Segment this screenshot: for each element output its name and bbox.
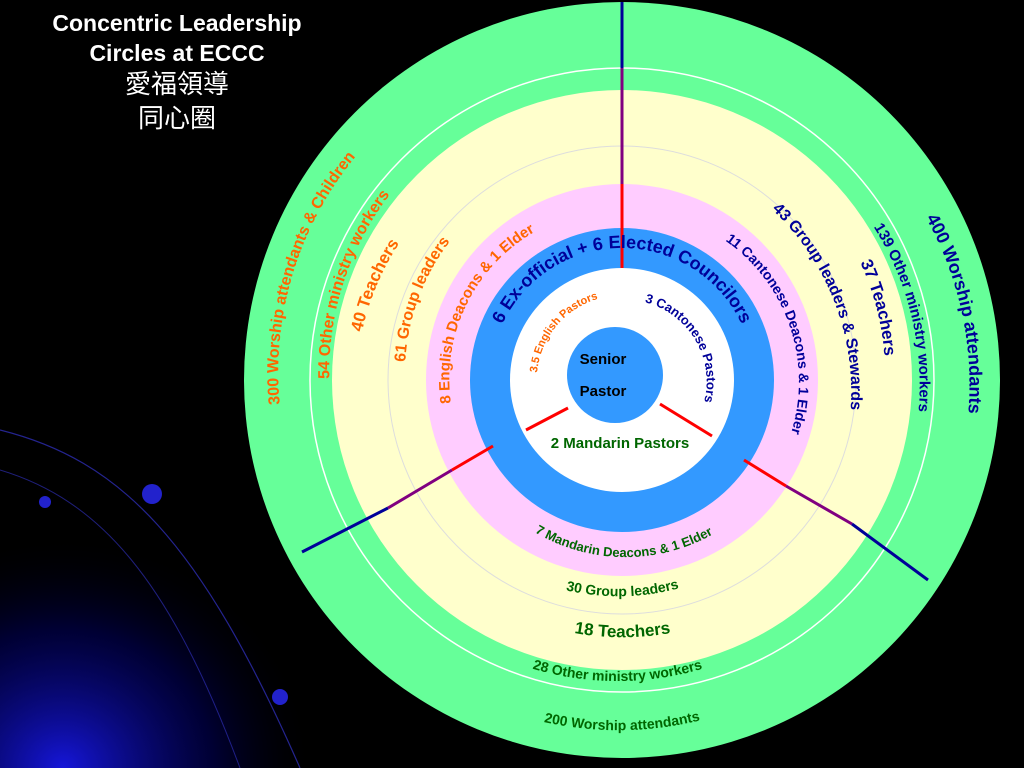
title-chinese-2: 同心圈	[137, 104, 216, 134]
page-title: Concentric Leadership Circles at ECCC 愛福…	[12, 8, 342, 136]
label-mandarin-pastors: 2 Mandarin Pastors	[551, 435, 689, 452]
divider-line	[659, 402, 713, 438]
divider-line	[785, 484, 853, 526]
center-circle	[567, 327, 663, 423]
divider-line	[451, 444, 494, 472]
title-line-2: Circles at ECCC	[89, 40, 265, 66]
decorative-dot	[39, 496, 51, 508]
divider-line	[743, 458, 787, 488]
decorative-dot	[272, 689, 288, 705]
title-line-1: Concentric Leadership	[52, 10, 302, 36]
center-label-2: Pastor	[580, 383, 627, 400]
divider-line	[525, 406, 569, 432]
divider-line	[301, 506, 389, 554]
divider-line	[387, 468, 453, 510]
title-chinese-1: 愛福領導	[124, 70, 229, 100]
decorative-curve	[0, 429, 301, 768]
divider-line	[851, 522, 929, 582]
center-label-1: Senior	[580, 351, 627, 368]
label-mandarin-teachers: 18 Teachers	[573, 618, 671, 641]
decorative-dot	[142, 484, 162, 504]
decorative-curve	[0, 469, 241, 768]
